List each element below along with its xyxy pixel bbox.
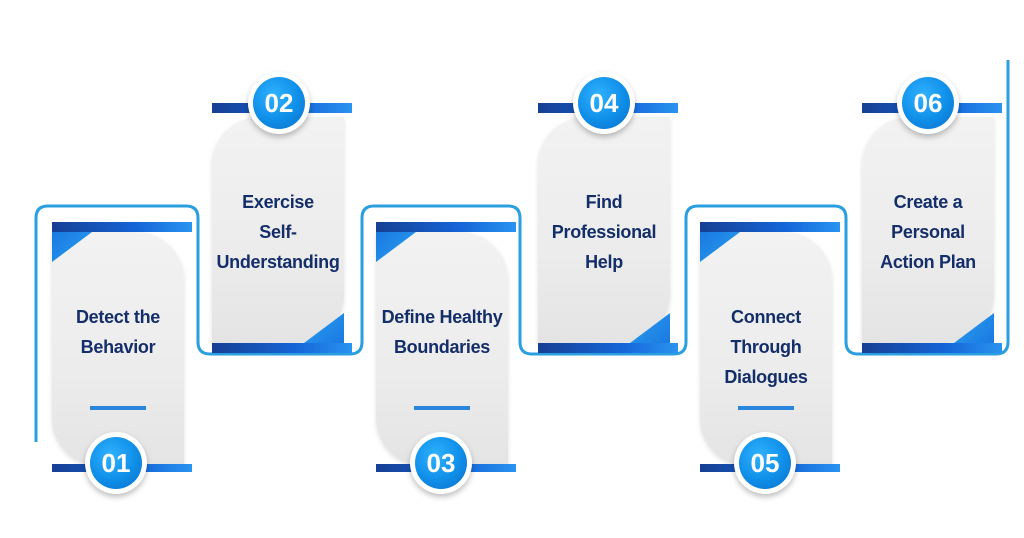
card-bottom-band (862, 343, 1002, 353)
card-dash (90, 406, 146, 410)
card-dash (738, 406, 794, 410)
card-dash (414, 406, 470, 410)
step-number-badge-03: 03 (410, 432, 472, 494)
step-number-badge-06: 06 (897, 72, 959, 134)
step-number-badge-01: 01 (85, 432, 147, 494)
card-top-band (376, 222, 516, 232)
card-body (52, 232, 184, 466)
card-body (538, 117, 670, 343)
step-number-badge-02: 02 (248, 72, 310, 134)
card-top-band (700, 222, 840, 232)
card-body (212, 117, 344, 343)
card-bottom-band (212, 343, 352, 353)
card-body (862, 117, 994, 343)
card-bottom-band (538, 343, 678, 353)
step-number-badge-05: 05 (734, 432, 796, 494)
card-body (376, 232, 508, 466)
step-number-badge-04: 04 (573, 72, 635, 134)
card-top-band (52, 222, 192, 232)
card-body (700, 232, 832, 466)
